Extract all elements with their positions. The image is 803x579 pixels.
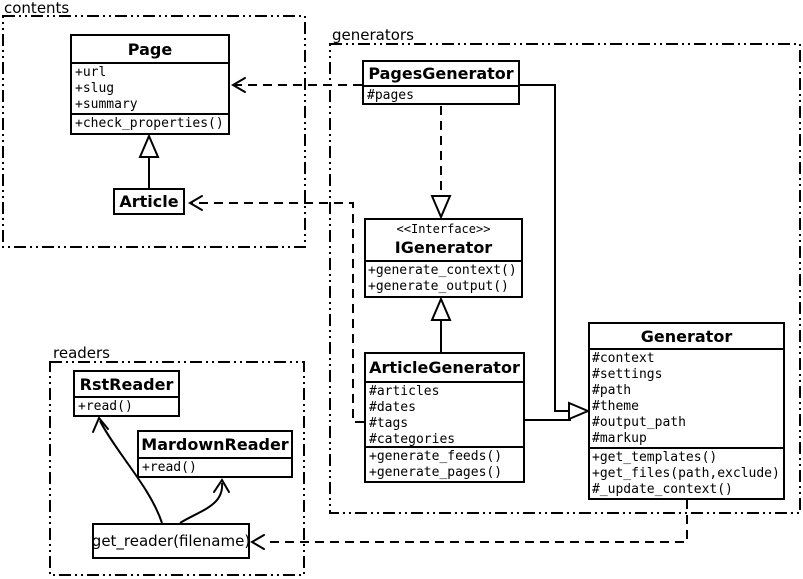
class-article: Article — [113, 188, 185, 215]
package-contents-label: contents — [4, 0, 70, 17]
node-get-reader: get_reader(filename) — [92, 523, 250, 559]
attribute: +slug — [75, 81, 115, 96]
method: +get_files(path,exclude) — [592, 466, 780, 481]
package-generators-border — [329, 43, 801, 514]
class-rstreader: RstReader +read() — [73, 370, 180, 417]
pagesgenerator-uses-page-arrowhead — [231, 77, 246, 93]
class-generator-methods: +get_templates() +get_files(path,exclude… — [590, 447, 783, 498]
class-articlegenerator: ArticleGenerator #articles #dates #tags … — [364, 352, 525, 483]
method: +generate_output() — [368, 279, 509, 294]
getreader-to-rstreader-arrowhead — [92, 416, 109, 433]
class-igenerator-header: <<Interface>> IGenerator — [366, 220, 521, 260]
class-rstreader-title: RstReader — [79, 374, 174, 394]
class-mardownreader-methods: +read() — [139, 457, 291, 476]
generator-uses-getreader-line — [264, 500, 688, 543]
package-contents-border — [2, 15, 306, 248]
pagesgenerator-implements-igenerator-arrowhead — [430, 195, 452, 220]
class-articlegenerator-methods: +generate_feeds() +generate_pages() — [366, 446, 523, 481]
class-page-attributes: +url +slug +summary — [72, 62, 228, 113]
getreader-to-mardownreader-arrowhead — [213, 478, 230, 493]
extends-generator-arrowhead — [568, 401, 591, 421]
attribute: #settings — [592, 367, 663, 382]
method: +generate_context() — [368, 263, 517, 278]
node-get-reader-label: get_reader(filename) — [91, 532, 251, 550]
attribute: #path — [592, 383, 632, 398]
articlegenerator-uses-article-arrowhead — [188, 195, 203, 211]
articlegenerator-uses-article-line — [192, 202, 364, 423]
class-mardownreader-title: MardownReader — [141, 435, 289, 454]
method: +read() — [78, 399, 133, 414]
class-generator: Generator #context #settings #path #them… — [588, 322, 785, 500]
getreader-to-mardownreader-curve — [179, 482, 224, 524]
class-articlegenerator-attributes: #articles #dates #tags #categories — [366, 381, 523, 446]
attribute: +url — [75, 65, 107, 80]
class-page: Page +url +slug +summary +check_properti… — [70, 34, 230, 135]
attribute: #theme — [592, 399, 639, 414]
class-page-methods: +check_properties() — [72, 113, 228, 133]
class-pagesgenerator-attributes: #pages — [364, 85, 518, 103]
articlegenerator-extends-generator-line — [525, 412, 571, 421]
method: +generate_pages() — [369, 465, 503, 480]
class-generator-title: Generator — [640, 326, 733, 346]
class-article-title: Article — [119, 192, 179, 211]
class-articlegenerator-title: ArticleGenerator — [369, 358, 520, 377]
attribute: #articles — [369, 384, 440, 399]
class-igenerator-methods: +generate_context() +generate_output() — [366, 260, 521, 296]
method: +generate_feeds() — [369, 449, 503, 464]
article-extends-page-arrowhead — [138, 133, 160, 158]
attribute: +summary — [75, 97, 138, 112]
method: #_update_context() — [592, 482, 733, 497]
attribute: #tags — [369, 416, 409, 431]
class-generator-attributes: #context #settings #path #theme #output_… — [590, 348, 783, 447]
method: +check_properties() — [75, 116, 224, 131]
class-igenerator-title: IGenerator — [394, 238, 493, 257]
pagesgenerator-extends-generator-line — [520, 84, 569, 412]
generator-uses-getreader-arrowhead — [250, 534, 265, 550]
package-readers-label: readers — [53, 344, 110, 362]
attribute: #markup — [592, 431, 647, 446]
attribute: #dates — [369, 400, 416, 415]
package-readers-border — [49, 361, 305, 576]
attribute: #context — [592, 351, 655, 366]
class-igenerator-stereotype: <<Interface>> — [396, 222, 491, 236]
attribute: #output_path — [592, 415, 686, 430]
method: +get_templates() — [592, 450, 718, 465]
attribute: #pages — [367, 88, 414, 103]
package-generators-label: generators — [332, 26, 414, 44]
class-pagesgenerator: PagesGenerator #pages — [362, 60, 520, 105]
class-pagesgenerator-title: PagesGenerator — [368, 64, 514, 83]
method: +read() — [142, 460, 197, 475]
articlegenerator-implements-igenerator-arrowhead — [430, 296, 452, 321]
getreader-to-rstreader-curve — [99, 420, 163, 524]
class-rstreader-methods: +read() — [75, 396, 178, 415]
class-igenerator: <<Interface>> IGenerator +generate_conte… — [364, 218, 523, 298]
attribute: #categories — [369, 432, 456, 446]
class-mardownreader: MardownReader +read() — [137, 430, 293, 478]
class-page-title: Page — [127, 39, 173, 59]
